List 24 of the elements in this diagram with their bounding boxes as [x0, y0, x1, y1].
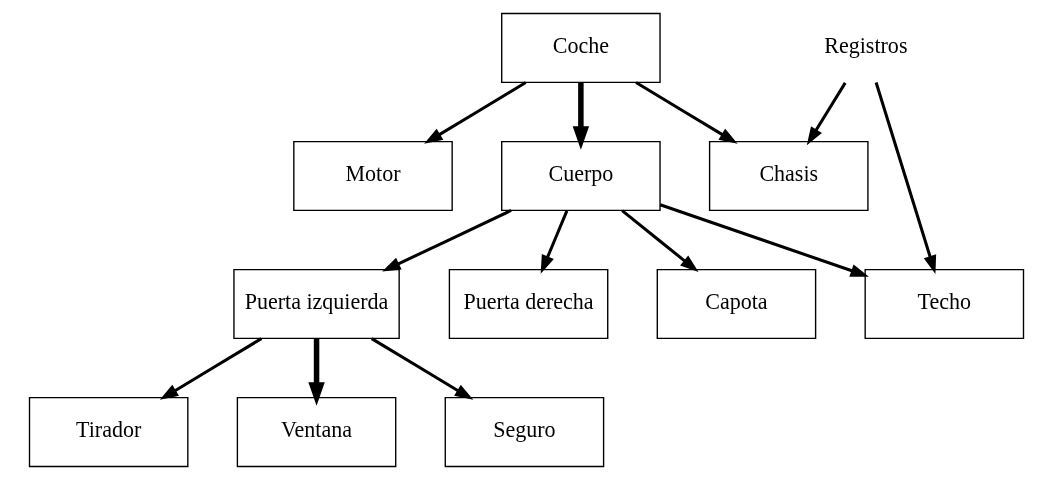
- node-box: Motor: [293, 140, 453, 212]
- arrow: [424, 81, 527, 144]
- arrow: [308, 338, 325, 406]
- arrow: [382, 209, 512, 272]
- node-box: Coche: [501, 12, 661, 84]
- node-box: Techo: [864, 268, 1025, 340]
- arrow: [806, 82, 847, 146]
- node-text: Registros: [824, 33, 908, 59]
- arrow: [370, 337, 474, 400]
- node-box: Tirador: [28, 396, 189, 468]
- node-box: Chasis: [708, 140, 869, 212]
- node-box: Ventana: [236, 396, 397, 468]
- arrow: [621, 209, 699, 273]
- node-box: Capota: [656, 268, 817, 340]
- node-box: Cuerpo: [501, 140, 661, 212]
- node-box: Puerta izquierda: [233, 268, 400, 340]
- arrow: [159, 337, 263, 400]
- node-box: Puerta derecha: [448, 268, 609, 340]
- arrow: [659, 203, 869, 277]
- node-box: Seguro: [444, 396, 605, 468]
- arrow: [540, 210, 569, 274]
- arrow: [874, 82, 937, 274]
- arrow: [635, 81, 738, 144]
- arrow: [572, 82, 590, 150]
